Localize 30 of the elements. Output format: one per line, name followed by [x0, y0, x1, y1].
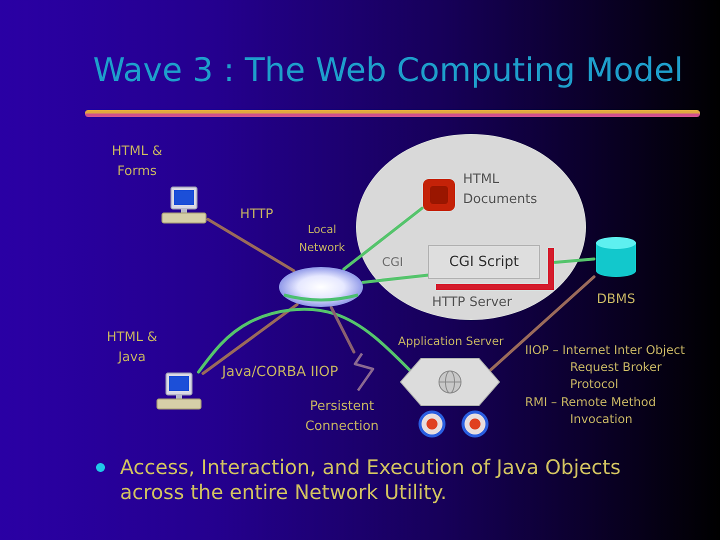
connector-line	[342, 206, 424, 271]
connector-line	[330, 306, 356, 354]
connector-line	[488, 275, 596, 372]
server-label: HTTP Server	[430, 294, 514, 312]
node-label: Application Server	[398, 333, 505, 350]
node-label: HTML Documents	[463, 171, 538, 209]
connector-line	[202, 302, 299, 375]
database-cylinder	[594, 236, 638, 278]
node-label: HTML & Java	[106, 329, 158, 367]
computer-icon	[160, 186, 208, 224]
node-label: HTML & Forms	[110, 143, 164, 181]
server-hexagon	[400, 358, 500, 406]
node-label: Local Network	[298, 222, 346, 256]
computer-icon	[155, 372, 203, 410]
slide-title: Wave 3 : The Web Computing Model	[93, 50, 684, 90]
node-label: Persistent Connection	[304, 398, 380, 436]
lightning-icon	[352, 352, 376, 392]
note-text: IIOP – Internet Inter Object Request Broker Protocol	[525, 342, 686, 393]
edge-label: HTTP	[239, 206, 274, 224]
network-cloud	[278, 266, 364, 308]
note-text: RMI – Remote Method Invocation	[525, 394, 657, 428]
bullet-text: Access, Interaction, and Execution of Java Objects across the entire Network Utility.	[120, 455, 622, 505]
connector-line	[206, 218, 296, 272]
server-ellipse	[355, 133, 587, 321]
connector-line	[197, 308, 412, 374]
document-icon	[422, 178, 456, 212]
connection-label: Java/CORBA IIOP	[222, 363, 338, 382]
connector-line	[554, 257, 596, 264]
node-label: DBMS	[596, 291, 636, 309]
connector-line	[361, 274, 430, 284]
